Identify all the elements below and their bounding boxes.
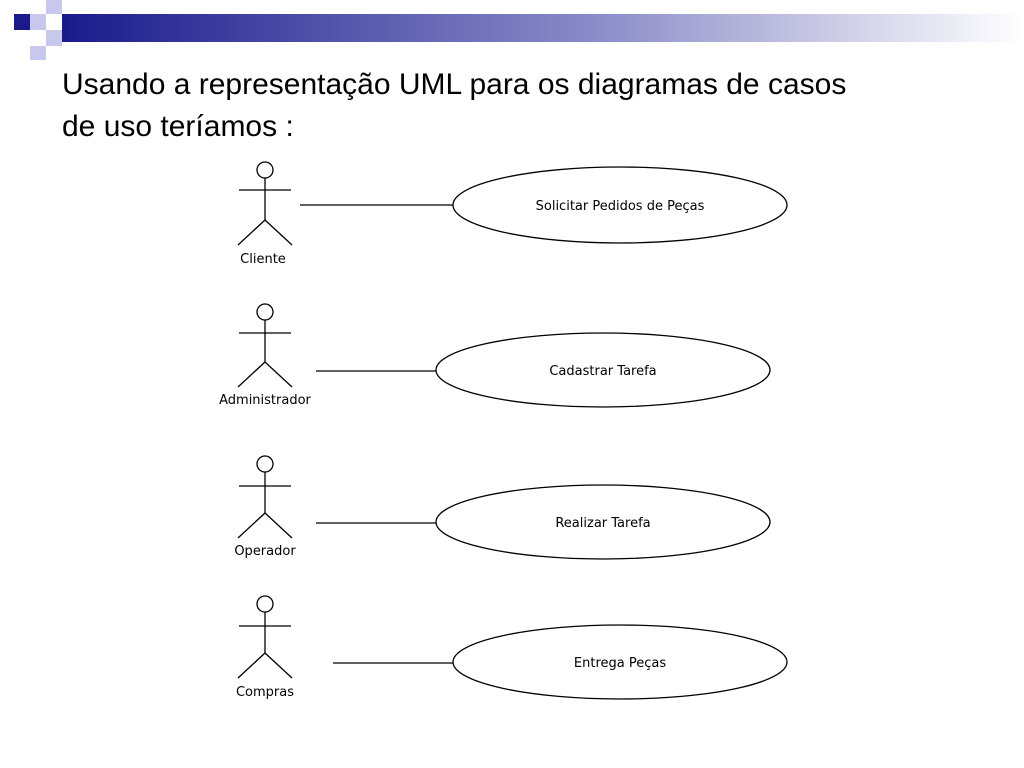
use-case-label: Entrega Peças (574, 656, 666, 671)
header-decoration (14, 0, 1024, 60)
use-case-label: Realizar Tarefa (555, 516, 650, 531)
use-case-label: Solicitar Pedidos de Peças (536, 199, 705, 214)
use-case-label: Cadastrar Tarefa (549, 364, 656, 379)
actor-label: Cliente (240, 252, 286, 267)
use-case-ellipse (435, 332, 771, 408)
slide-title-line-1: Usando a representação UML para os diagr… (62, 68, 847, 101)
actor-label: Administrador (219, 393, 311, 408)
header-square-light (30, 46, 46, 60)
slide-title-line-2: de uso teríamos : (62, 110, 294, 143)
actor-operador (237, 455, 293, 539)
header-square-light (46, 30, 62, 46)
slide-title: Usando a representação UML para os diagr… (62, 64, 982, 148)
use-case-ellipse (435, 484, 771, 560)
actor-cliente (237, 161, 293, 246)
actor-label: Compras (236, 685, 294, 700)
header-square-dark (14, 14, 30, 30)
actor-administrador (237, 303, 293, 388)
use-case-ellipse (452, 166, 788, 244)
actor-label: Operador (234, 544, 296, 559)
header-gradient-band (62, 14, 1024, 42)
actor-compras (237, 595, 293, 679)
header-square-light (30, 14, 46, 30)
use-case-ellipse (452, 624, 788, 700)
header-square-light (46, 0, 62, 14)
